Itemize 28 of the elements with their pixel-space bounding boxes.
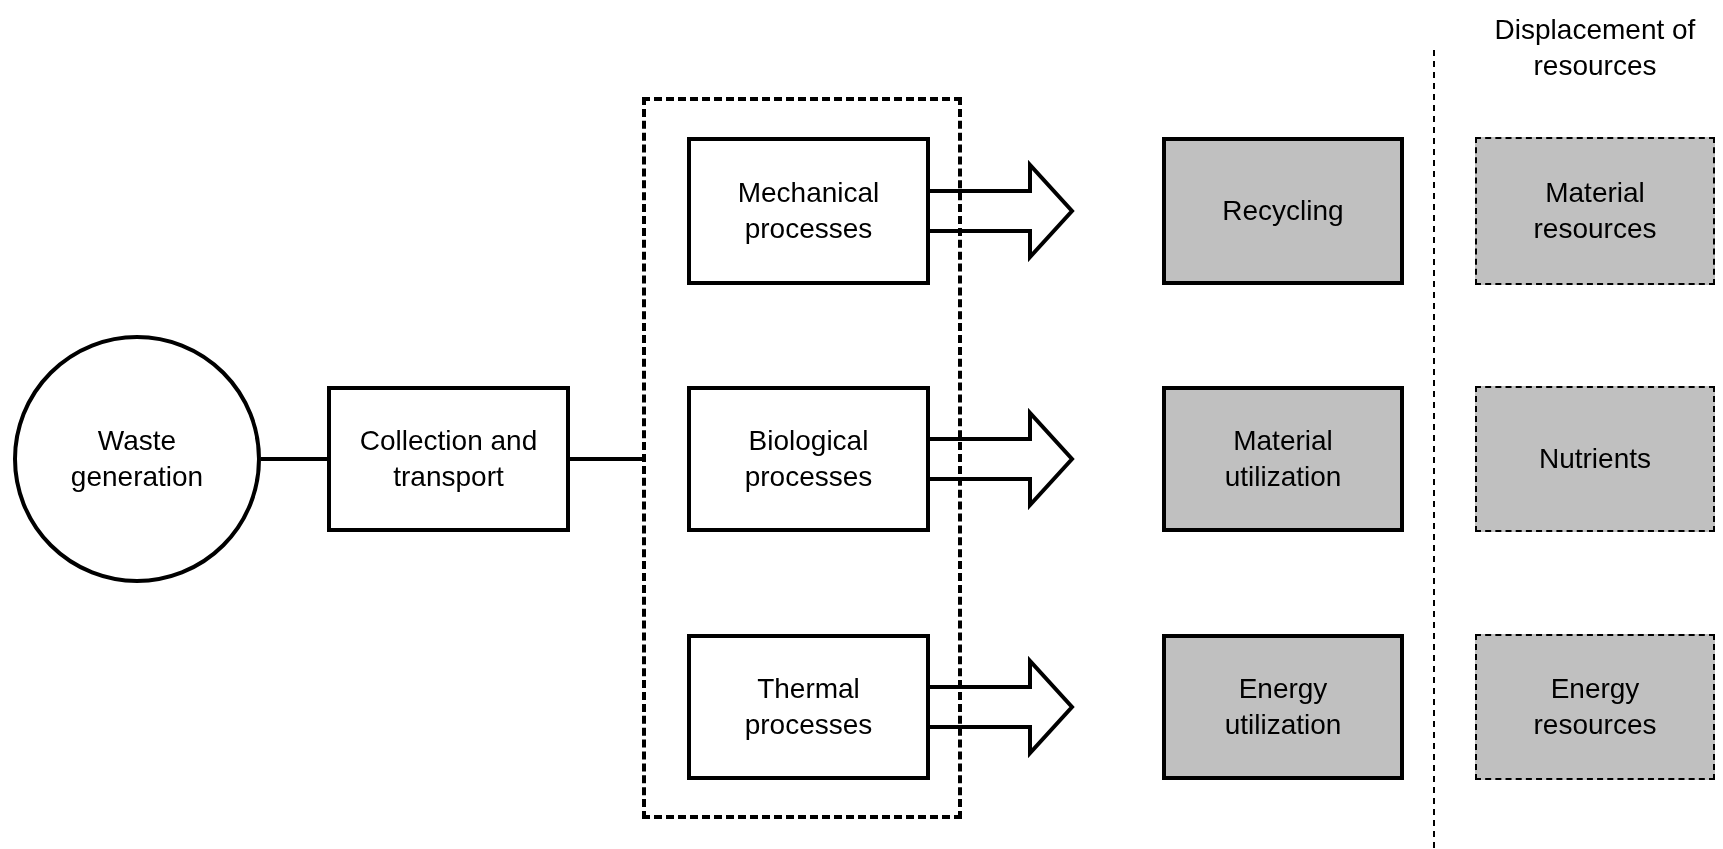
node-label: Nutrients [1537,441,1652,476]
outcome-box [1162,137,1404,285]
node-label: Material resources [1532,175,1658,246]
node-label: Energy utilization [1223,671,1343,742]
process-box [687,634,930,780]
resource-box [1475,386,1715,532]
connector-line [570,457,642,461]
process-box [327,386,570,532]
column-heading: Displacement of resources [1493,13,1697,84]
resource-box [1475,634,1715,780]
block-arrow [928,159,1075,263]
process-box [687,137,930,285]
node-label: Recycling [1221,193,1345,228]
node-label: Thermal processes [743,671,874,742]
block-arrow [928,655,1075,759]
node-label: Mechanical processes [736,175,881,246]
process-box [687,386,930,532]
node-label: Energy resources [1532,671,1658,742]
block-arrow [928,407,1075,511]
node-label: Biological processes [743,423,874,494]
resource-box [1475,137,1715,285]
node-label: Waste generation [69,423,205,494]
dashed-group-box [642,97,962,819]
connector-line [261,457,327,461]
node-label: Collection and transport [358,423,539,494]
node-label: Material utilization [1223,423,1343,494]
outcome-box [1162,634,1404,780]
outcome-box [1162,386,1404,532]
